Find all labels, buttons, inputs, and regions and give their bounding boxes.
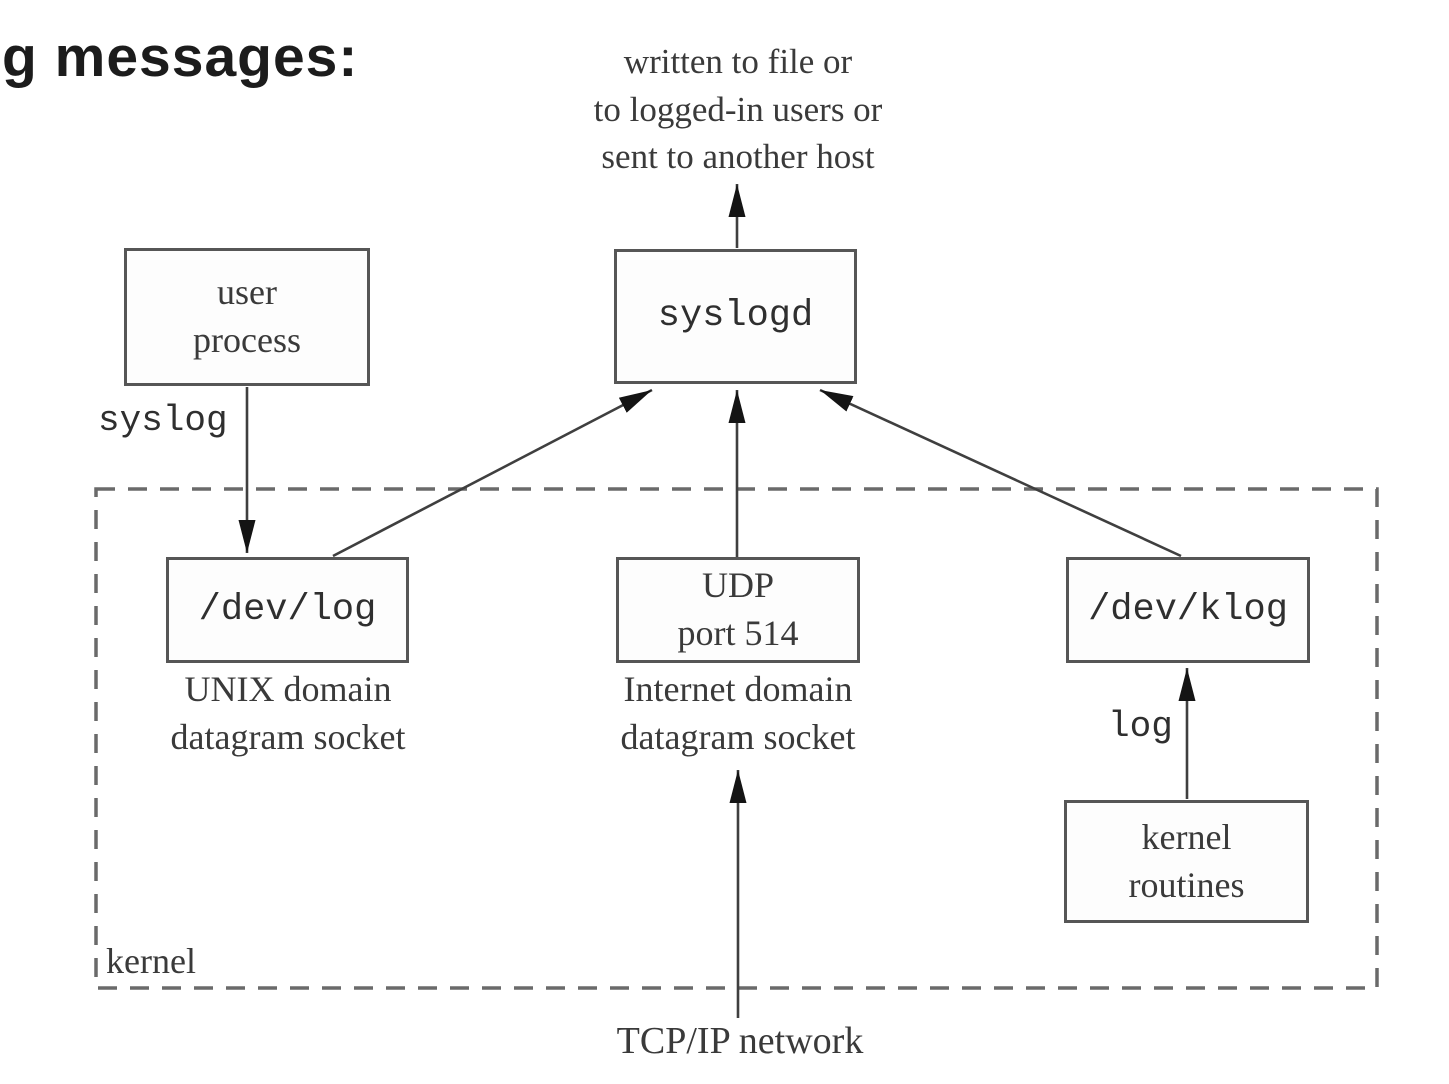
kernel-routines-node: kernel routines xyxy=(1064,800,1309,923)
syslogd-label: syslogd xyxy=(657,295,814,338)
tcpip-network-caption: TCP/IP network xyxy=(616,1020,864,1062)
syslogd-node: syslogd xyxy=(614,249,857,384)
output-note: written to file or to logged-in users or… xyxy=(520,38,956,181)
user-process-node: user process xyxy=(124,248,370,386)
udp-port-node: UDP port 514 xyxy=(616,557,860,663)
kernel-routines-line2: routines xyxy=(1128,864,1245,905)
page-title: g messages: xyxy=(2,25,359,89)
user-process-line1: user xyxy=(217,272,277,313)
udp-line2: port 514 xyxy=(677,613,799,653)
arrow-devlog-to-syslogd xyxy=(332,388,653,558)
udp-line1: UDP xyxy=(701,565,775,606)
syslog-edge-label: syslog xyxy=(98,400,228,441)
arrow-devklog-to-syslogd xyxy=(819,388,1182,558)
kernel-routines-line1: kernel xyxy=(1141,816,1232,857)
dev-log-node: /dev/log xyxy=(166,557,409,663)
log-edge-label: log xyxy=(1108,706,1173,747)
kernel-caption: kernel xyxy=(106,941,196,981)
dev-klog-node: /dev/klog xyxy=(1066,557,1310,663)
unix-socket-caption-line2: datagram socket xyxy=(170,716,406,757)
user-process-line2: process xyxy=(193,320,301,360)
output-note-line2: to logged-in users or xyxy=(593,89,883,129)
inet-socket-caption-line1: Internet domain xyxy=(623,669,853,709)
output-note-line1: written to file or xyxy=(623,42,853,81)
dev-log-label: /dev/log xyxy=(198,588,377,631)
dev-klog-label: /dev/klog xyxy=(1088,588,1288,631)
inet-socket-caption: Internet domain datagram socket xyxy=(568,666,908,762)
inet-socket-caption-line2: datagram socket xyxy=(620,716,856,757)
unix-socket-caption: UNIX domain datagram socket xyxy=(118,666,458,762)
output-note-line3: sent to another host xyxy=(601,137,875,177)
unix-socket-caption-line1: UNIX domain xyxy=(184,669,392,709)
